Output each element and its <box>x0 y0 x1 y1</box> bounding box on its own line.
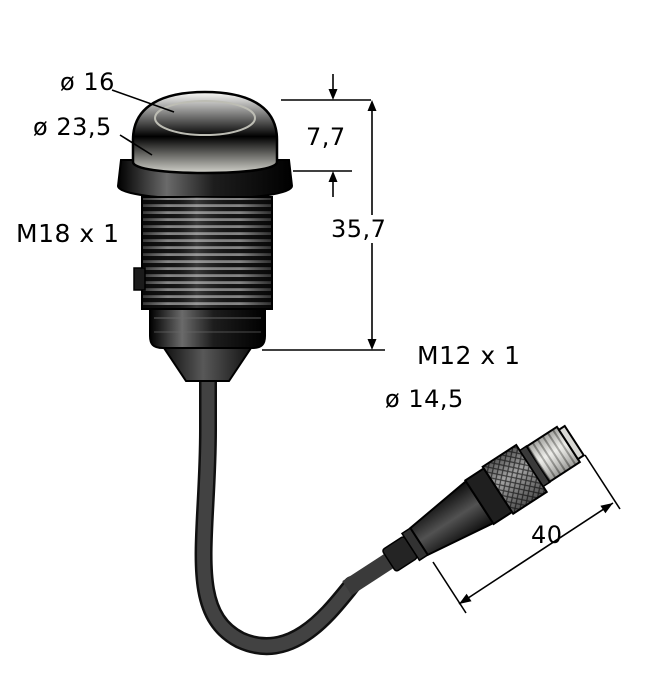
flange-diameter-label: ø 23,5 <box>33 113 112 141</box>
dome-height-label: 7,7 <box>306 123 346 151</box>
cable <box>194 367 361 656</box>
lower-collar <box>149 308 266 349</box>
m12-connector <box>342 424 586 596</box>
dome-lens-edge <box>154 100 256 136</box>
connector-length-label: 40 <box>531 521 563 549</box>
leader-dia16 <box>111 89 175 113</box>
connector-diameter-label: ø 14,5 <box>385 385 464 413</box>
device-dome <box>131 90 279 175</box>
connector-thread-label: M12 x 1 <box>417 341 521 370</box>
body-thread-label: M18 x 1 <box>16 219 120 248</box>
body-length-label: 35,7 <box>328 215 390 243</box>
leader-dia235 <box>119 134 153 156</box>
indicator-device <box>116 90 294 382</box>
connector-cable <box>342 549 401 596</box>
device-nose <box>162 347 253 382</box>
threaded-body <box>133 196 273 310</box>
connector-tip-cap <box>557 424 586 461</box>
dome-diameter-label: ø 16 <box>60 68 115 96</box>
dimension-40 <box>432 454 621 614</box>
dimension-7-7 <box>281 74 371 197</box>
side-tab <box>133 267 146 291</box>
